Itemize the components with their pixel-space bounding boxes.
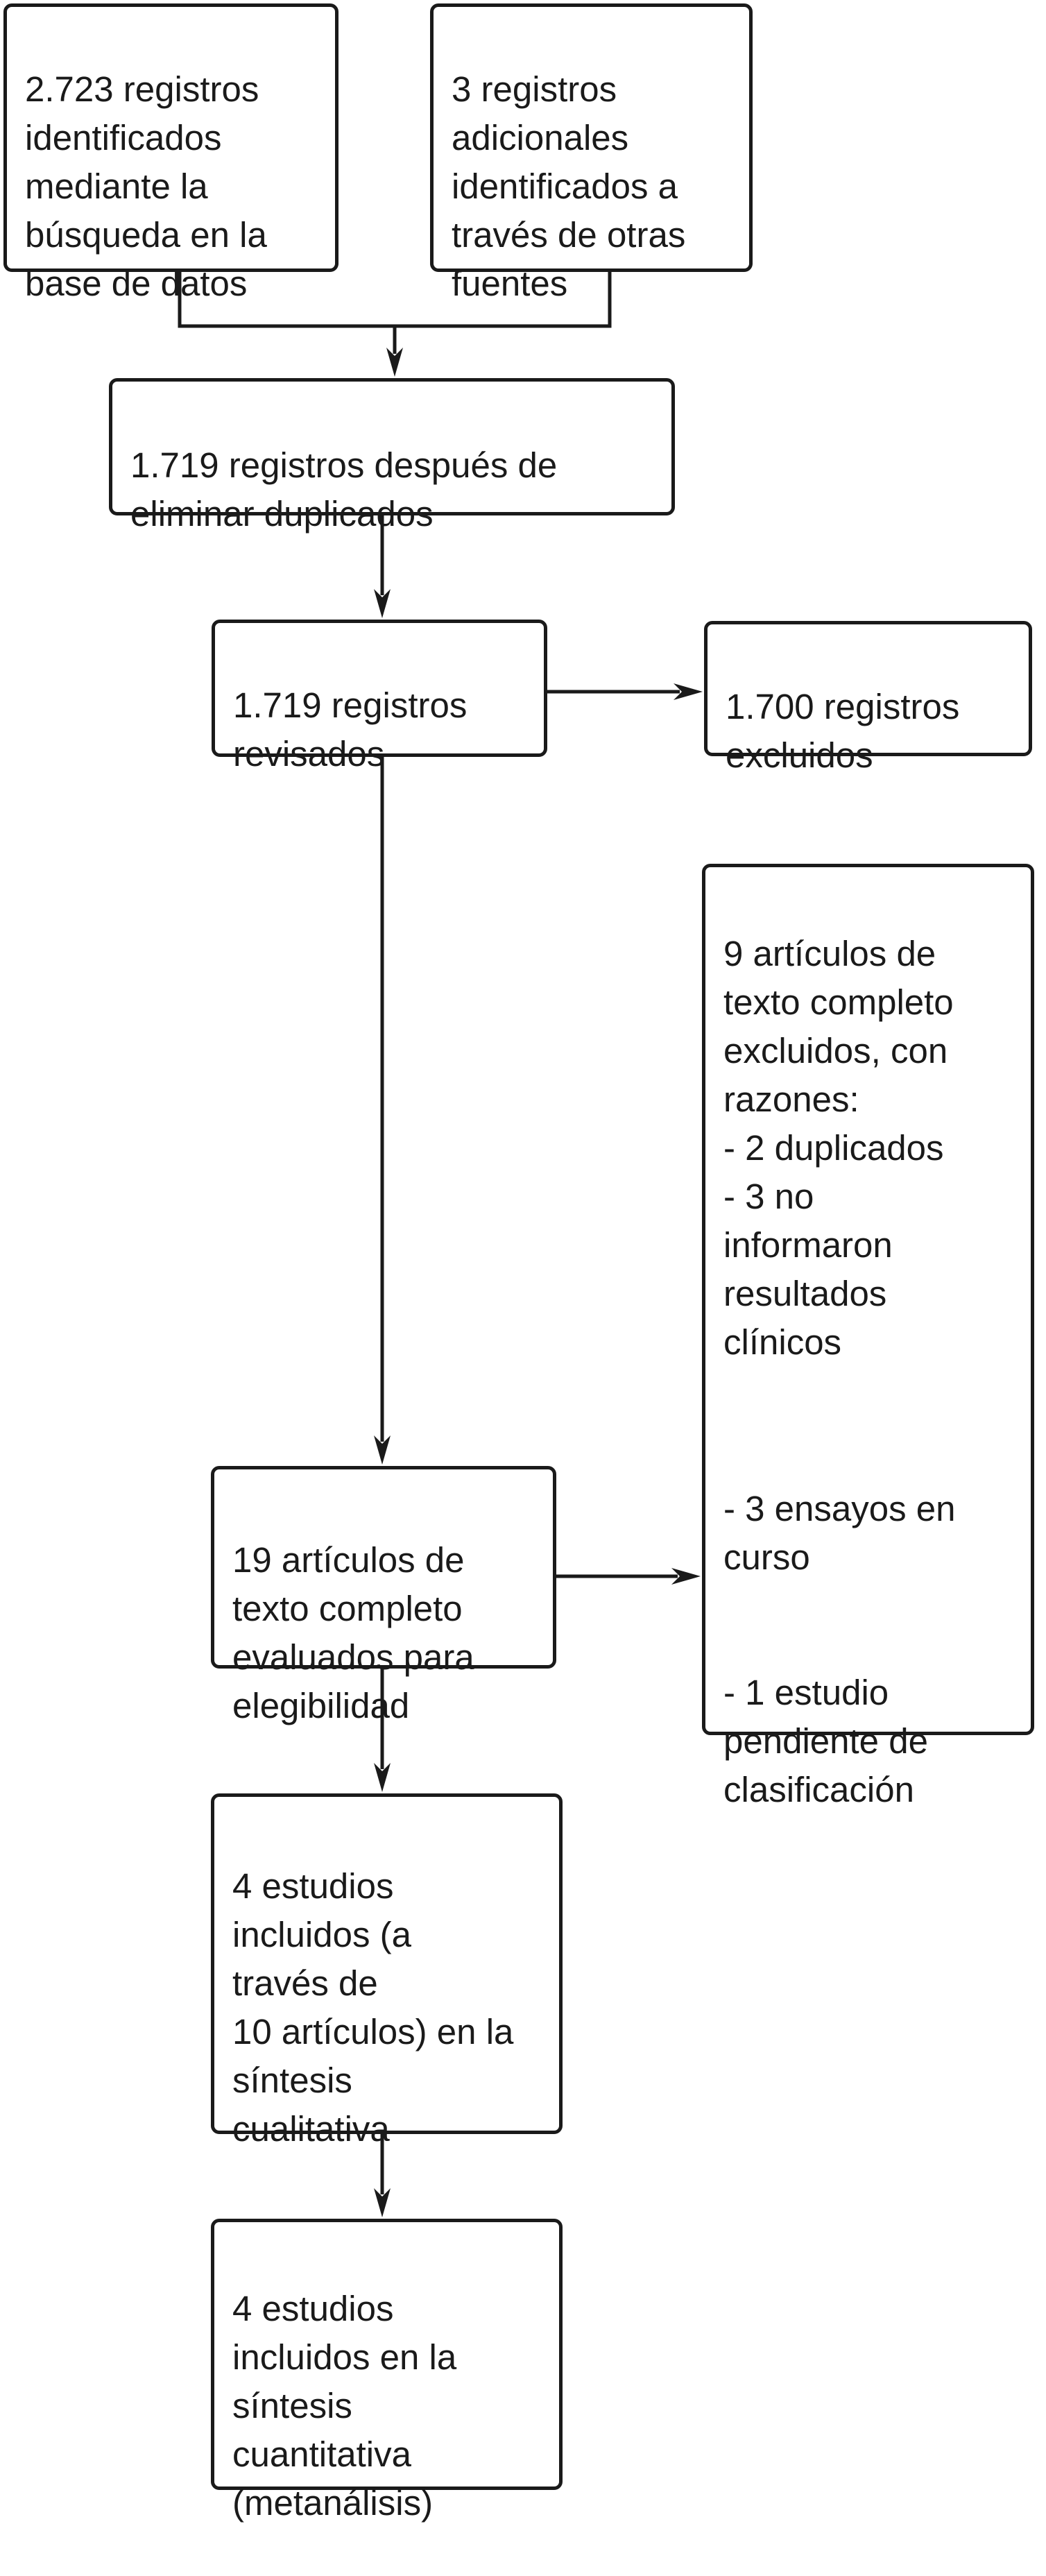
- arrowhead-to-excluded: [674, 683, 703, 700]
- box-studies-qualitative-synthesis-text: 4 estudios incluidos (a través de 10 art…: [232, 1866, 514, 2149]
- box-studies-quantitative-synthesis-text: 4 estudios incluidos en la síntesis cuan…: [232, 2289, 457, 2523]
- box-records-excluded-text: 1.700 registros excluidos: [726, 687, 960, 775]
- box-records-excluded: 1.700 registros excluidos: [704, 621, 1032, 775]
- box-fulltext-articles-excluded-reasons: 9 artículos de texto completo excluidos,…: [702, 864, 1034, 1809]
- box-studies-qualitative-synthesis: 4 estudios incluidos (a través de 10 art…: [211, 1793, 563, 2149]
- fulltext-excluded-reasons-part1: 9 artículos de texto completo excluidos,…: [723, 934, 954, 1362]
- box-studies-quantitative-synthesis: 4 estudios incluidos en la síntesis cuan…: [211, 2219, 563, 2523]
- box-records-screened: 1.719 registros revisados: [212, 620, 547, 774]
- arrowhead-to-assessed: [374, 1435, 391, 1465]
- prisma-flow-diagram: 2.723 registros identificados mediante l…: [3, 3, 1034, 2523]
- box-records-after-duplicates-removed: 1.719 registros después de eliminar dupl…: [109, 378, 675, 534]
- arrowhead-to-reasons: [671, 1568, 701, 1585]
- box-fulltext-articles-assessed-text: 19 artículos de texto completo evaluados…: [232, 1540, 474, 1725]
- box-additional-records-other-sources: 3 registros adicionales identificados a …: [430, 3, 753, 303]
- box-records-identified-database: 2.723 registros identificados mediante l…: [3, 3, 338, 303]
- arrowhead-to-deduplicated: [386, 348, 403, 377]
- fulltext-excluded-reasons-part2: - 3 ensayos en curso: [723, 1489, 956, 1577]
- box-records-after-duplicates-removed-text: 1.719 registros después de eliminar dupl…: [130, 445, 558, 534]
- box-additional-records-other-sources-text: 3 registros adicionales identificados a …: [452, 69, 686, 303]
- box-fulltext-articles-assessed: 19 artículos de texto completo evaluados…: [211, 1466, 556, 1725]
- box-records-identified-database-text: 2.723 registros identificados mediante l…: [25, 69, 267, 303]
- arrowhead-to-screened: [374, 589, 391, 618]
- box-records-screened-text: 1.719 registros revisados: [233, 685, 468, 774]
- fulltext-excluded-reasons-part3: - 1 estudio pendiente de clasificación: [723, 1673, 928, 1809]
